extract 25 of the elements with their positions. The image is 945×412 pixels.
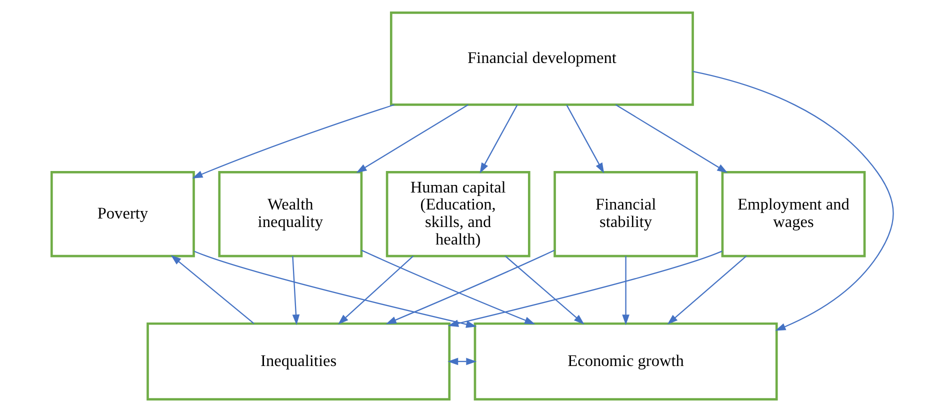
node-box: Poverty xyxy=(50,171,195,258)
arrow xyxy=(692,70,894,331)
arrow xyxy=(170,254,254,324)
arrow xyxy=(386,250,555,324)
node-box: Human capital (Education, skills, and health) xyxy=(386,171,530,258)
node-box: Financial stability xyxy=(554,171,698,258)
arrow xyxy=(338,256,414,324)
arrow xyxy=(480,104,518,174)
arrow xyxy=(356,104,468,173)
arrow xyxy=(192,104,395,178)
node-box: Economic growth xyxy=(474,322,778,400)
arrow xyxy=(566,104,604,174)
node-box: Wealth inequality xyxy=(218,171,363,258)
arrow xyxy=(361,250,536,324)
node-box: Inequalities xyxy=(146,322,451,400)
arrow xyxy=(448,358,477,366)
arrow xyxy=(622,256,630,326)
arrow xyxy=(448,250,722,327)
arrow xyxy=(504,256,584,324)
node-box: Employment and wages xyxy=(721,171,866,258)
arrow xyxy=(667,256,747,324)
node-box: Financial development xyxy=(390,12,694,106)
arrow xyxy=(292,256,300,326)
arrow xyxy=(615,104,728,173)
arrow xyxy=(194,250,477,328)
